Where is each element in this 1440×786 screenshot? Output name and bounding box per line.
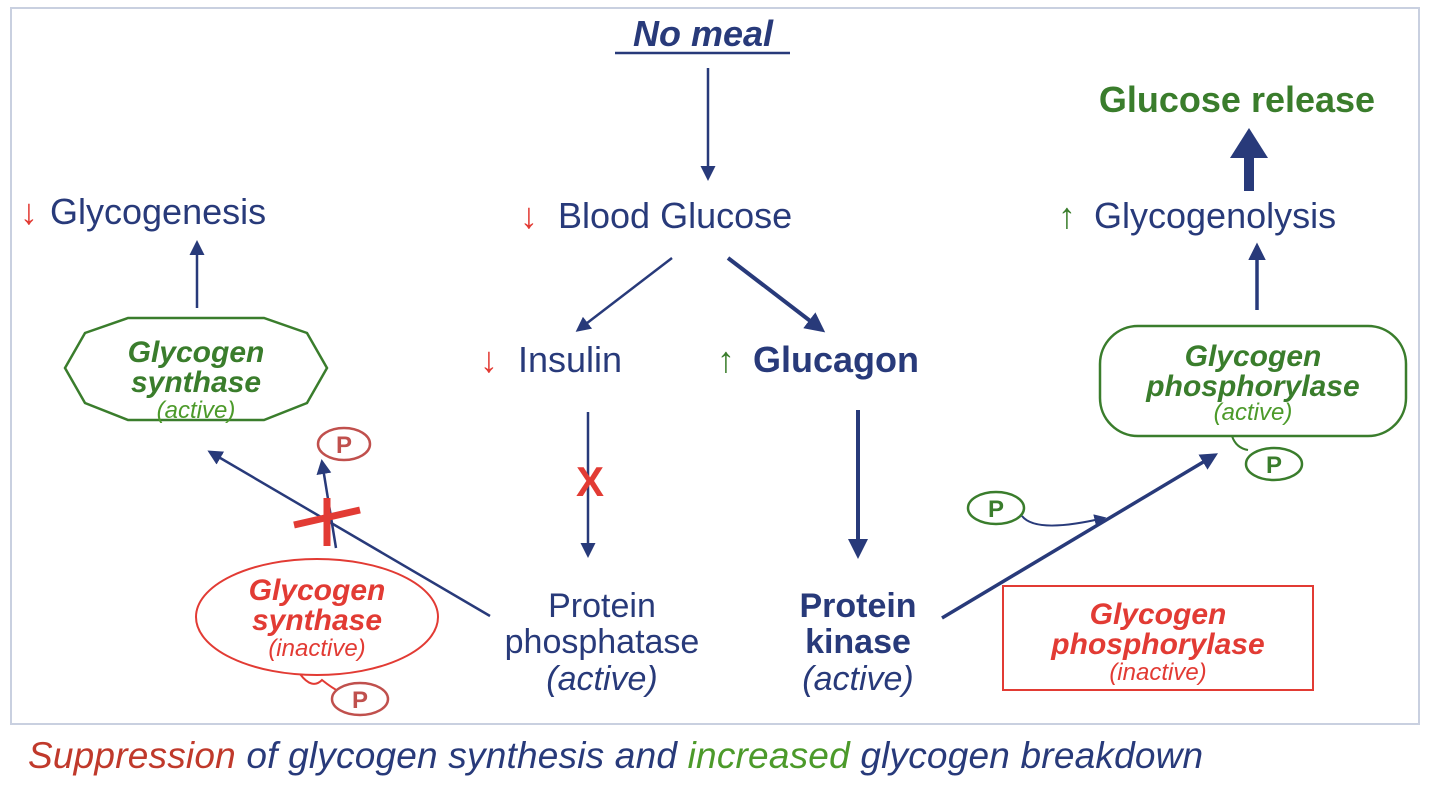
arrow-glucose-to-insulin [575, 257, 673, 332]
svg-text:Glycogen: Glycogen [1090, 598, 1227, 631]
svg-text:(inactive): (inactive) [268, 635, 365, 662]
big-up-arrow-icon [1230, 128, 1268, 191]
protein-kinase: Protein kinase (active) [799, 587, 916, 698]
svg-text:Protein: Protein [548, 587, 656, 625]
svg-text:(active): (active) [1214, 399, 1293, 426]
svg-text:synthase: synthase [252, 604, 382, 637]
blood-glucose-label: ↓ Blood Glucose [520, 195, 792, 236]
glycogen-regulation-diagram: No meal ↓ Blood Glucose ↓ Insulin ↑ Gluc… [20, 13, 1408, 717]
svg-text:Glycogen: Glycogen [249, 574, 386, 607]
phosphorylase-inactive-shape [1002, 585, 1314, 691]
svg-text:phosphorylase: phosphorylase [1145, 370, 1359, 403]
up-arrow-icon: ↑ [1058, 195, 1076, 236]
svg-text:kinase: kinase [805, 623, 911, 661]
arrow-phosphatase-to-synthase [207, 450, 491, 618]
svg-text:Glycogen: Glycogen [128, 336, 265, 369]
red-cross-block [293, 498, 361, 546]
svg-text:(inactive): (inactive) [1109, 659, 1206, 686]
arrow-glucose-to-glucagon [726, 256, 826, 333]
svg-text:P: P [1266, 452, 1282, 479]
svg-text:(active): (active) [157, 397, 236, 424]
diagram-frame [10, 7, 1420, 725]
phosphorylase-active-shape [1098, 324, 1408, 438]
svg-text:phosphorylase: phosphorylase [1050, 628, 1264, 661]
phosphate-badge: P [330, 681, 390, 717]
arrow-phosphate-addition [1021, 514, 1107, 527]
svg-text:phosphatase: phosphatase [505, 623, 700, 661]
glycogen-synthase-inactive: Glycogen synthase (inactive) [249, 574, 386, 662]
insulin-label: ↓ Insulin [480, 339, 622, 380]
phosphate-badge: P [966, 490, 1026, 526]
arrow-kinase-to-phosphorylase [941, 453, 1219, 620]
glycogen-phosphorylase-inactive: Glycogen phosphorylase (inactive) [1050, 598, 1264, 686]
synthase-active-shape [63, 316, 329, 422]
glycogenesis-label: ↓ Glycogenesis [20, 191, 266, 232]
glucagon-label: ↑ Glucagon [717, 339, 919, 380]
glycogenolysis-label: ↑ Glycogenolysis [1058, 195, 1336, 236]
phosphorylase-active-tail [1231, 435, 1249, 451]
synthase-inactive-tail [299, 673, 341, 693]
down-arrow-icon: ↓ [480, 339, 498, 380]
phosphate-badge: P [316, 426, 372, 462]
glycogen-phosphorylase-active: Glycogen phosphorylase (active) [1145, 340, 1359, 426]
down-arrow-icon: ↓ [520, 195, 538, 236]
glycogen-synthase-active: Glycogen synthase (active) [128, 336, 265, 424]
synthase-inactive-shape [195, 558, 439, 676]
glucose-release-label: Glucose release [1099, 79, 1375, 120]
down-arrow-icon: ↓ [20, 191, 38, 232]
title-no-meal: No meal [633, 13, 774, 54]
block-x-mark: X [576, 458, 604, 505]
svg-text:P: P [336, 432, 352, 459]
svg-text:P: P [352, 687, 368, 714]
svg-text:(active): (active) [546, 660, 657, 698]
svg-text:Protein: Protein [799, 587, 916, 625]
figure-caption: Suppression of glycogen synthesis and in… [28, 735, 1204, 776]
svg-text:Glycogen: Glycogen [1185, 340, 1322, 373]
svg-text:P: P [988, 496, 1004, 523]
up-arrow-icon: ↑ [717, 339, 735, 380]
protein-phosphatase: Protein phosphatase (active) [505, 587, 700, 698]
svg-text:(active): (active) [802, 660, 913, 698]
svg-text:synthase: synthase [131, 366, 261, 399]
phosphate-badge: P [1244, 446, 1304, 482]
